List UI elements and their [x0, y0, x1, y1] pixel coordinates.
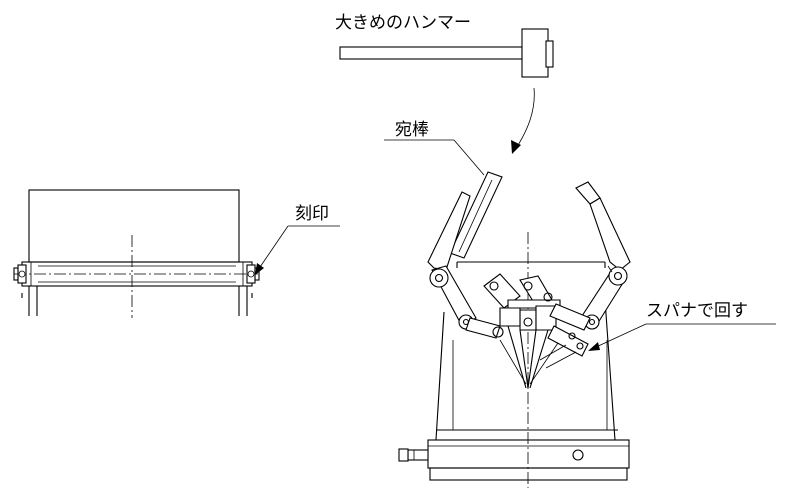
right-jaw [575, 181, 631, 330]
side-view [13, 189, 260, 318]
punch-leader [453, 139, 485, 176]
front-view [398, 232, 630, 488]
punch-bar [449, 171, 503, 259]
left-jaw [427, 191, 504, 339]
wrench-label: スパナで回す [646, 301, 748, 321]
punch-label: 宛棒 [395, 120, 429, 140]
hammer [339, 28, 554, 78]
strike-arrow [511, 87, 535, 154]
marking-leader [255, 225, 289, 275]
wrench-leader [588, 323, 647, 351]
center-linkage [483, 273, 591, 389]
hammer-label: 大きめのハンマー [335, 13, 471, 33]
marking-label: 刻印 [295, 204, 329, 224]
